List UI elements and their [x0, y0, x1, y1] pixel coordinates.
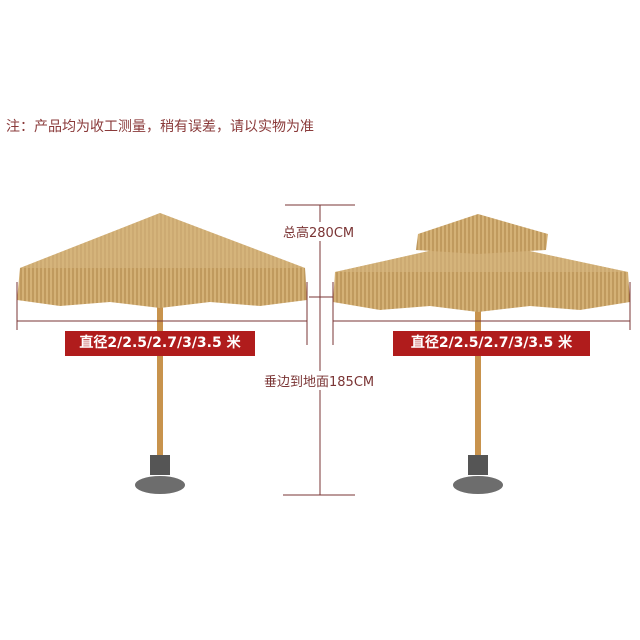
measurement-note: 注：产品均为收工测量，稍有误差，请以实物为准 — [6, 119, 314, 135]
left-umbrella — [17, 213, 307, 494]
right-canopy-upper — [416, 214, 548, 254]
right-base — [453, 476, 503, 494]
right-pole — [475, 285, 481, 470]
fringe-to-ground-label: 垂边到地面185CM — [262, 371, 377, 390]
left-base — [135, 476, 185, 494]
left-diameter-label: 直径2/2.5/2.7/3/3.5 米 — [65, 331, 255, 356]
total-height-label: 总高280CM — [281, 222, 357, 241]
left-pole — [157, 285, 163, 470]
dimension-lines — [16, 204, 631, 496]
right-umbrella — [333, 214, 630, 494]
right-diameter-label: 直径2/2.5/2.7/3/3.5 米 — [393, 331, 590, 356]
